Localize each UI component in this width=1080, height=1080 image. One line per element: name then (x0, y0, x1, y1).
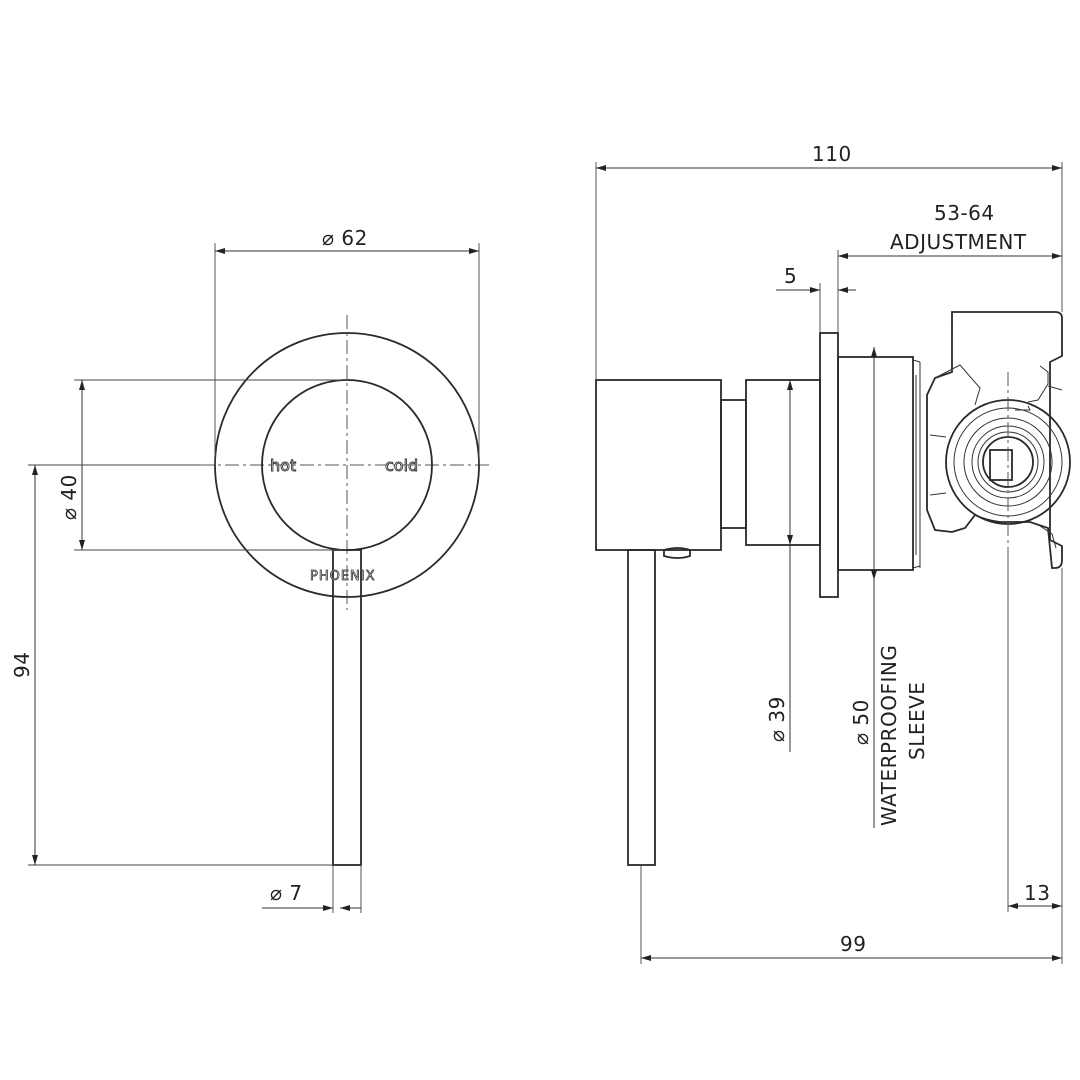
lever-side (627, 549, 656, 866)
plate-thickness-label: 5 (784, 264, 797, 288)
cold-label: cold (385, 456, 418, 475)
valve-body (926, 311, 1071, 569)
front-view: hot cold PHOENIX ⌀ 62 ⌀ 40 94 ⌀ 7 (10, 226, 490, 913)
sleeve-step (912, 359, 921, 363)
handle-spacer (720, 399, 747, 529)
adjustment-range-label: 53-64 (934, 201, 995, 225)
overall-depth-label: 110 (812, 142, 852, 166)
sleeve-label-line1: WATERPROOFING (877, 645, 901, 826)
spindle-square (989, 449, 1013, 481)
plate-diameter-label: ⌀ 62 (322, 226, 368, 250)
rear-offset-label: 13 (1024, 881, 1050, 905)
trim-body (745, 379, 821, 546)
waterproofing-sleeve (837, 356, 914, 571)
brand-logo: PHOENIX (310, 569, 376, 584)
sleeve-label-line2: SLEEVE (905, 682, 929, 760)
valve-port-inner (982, 436, 1034, 488)
side-view: 110 53-64 ADJUSTMENT 5 ⌀ 39 ⌀ 50 WATERPR… (595, 142, 1071, 964)
lever-diameter-label: ⌀ 7 (270, 881, 303, 905)
sleeve-diameter-label: ⌀ 50 (849, 699, 873, 745)
handle-body-side (595, 379, 722, 551)
handle-diameter-label: ⌀ 40 (57, 474, 81, 520)
body-diameter-label: ⌀ 39 (765, 696, 789, 742)
lever-depth-label: 99 (840, 932, 866, 956)
adjustment-word-label: ADJUSTMENT (890, 230, 1027, 254)
sleeve-step (912, 565, 921, 569)
cover-plate-edge (819, 332, 839, 598)
overall-height-label: 94 (10, 652, 34, 678)
hot-label: hot (270, 456, 296, 475)
grub-screw (663, 547, 691, 559)
